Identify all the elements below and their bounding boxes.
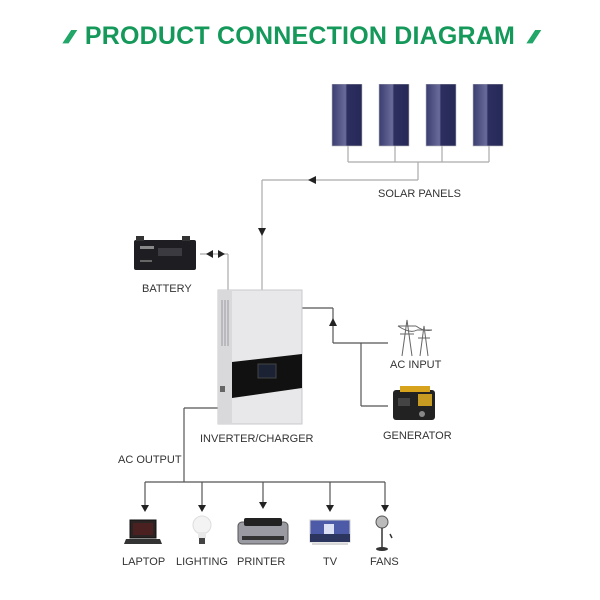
generator-label: GENERATOR: [383, 430, 452, 442]
fan-icon: [375, 515, 393, 551]
inverter-charger-image: [217, 289, 303, 425]
load-label-printer: PRINTER: [237, 556, 286, 568]
arrow-left-icon: [206, 250, 213, 258]
arrow-down-icon: [259, 502, 267, 509]
battery-label: BATTERY: [142, 283, 192, 295]
battery-wire: [200, 253, 229, 290]
solar-panels-label: SOLAR PANELS: [378, 188, 461, 200]
load-label-lighting: LIGHTING: [176, 556, 228, 568]
arrow-down-icon: [198, 505, 206, 512]
arrow-left-icon: [308, 176, 316, 184]
arrow-down-icon: [381, 505, 389, 512]
load-label-tv: TV: [323, 556, 338, 568]
ac-input-label: AC INPUT: [390, 359, 442, 371]
ac-input-wire: [300, 307, 388, 407]
ac-output-label: AC OUTPUT: [118, 454, 182, 466]
power-tower-icon: [397, 319, 433, 357]
solar-panel-icon: [425, 84, 457, 147]
arrow-right-icon: [218, 250, 225, 258]
load-label-fans: FANS: [370, 556, 399, 568]
printer-icon: [237, 518, 289, 545]
tv-icon: [309, 519, 351, 545]
load-label-laptop: LAPTOP: [122, 556, 166, 568]
generator-icon: [393, 386, 435, 420]
light-bulb-icon: [192, 515, 212, 544]
arrow-down-icon: [141, 505, 149, 512]
battery-icon: [134, 236, 196, 270]
solar-wire: [261, 146, 490, 290]
arrow-up-icon: [329, 318, 337, 326]
arrow-down-icon: [258, 228, 266, 236]
title-text: PRODUCT CONNECTION DIAGRAM: [84, 22, 516, 50]
solar-panel-icon: [331, 84, 363, 147]
inverter-charger-label: INVERTER/CHARGER: [200, 433, 314, 445]
page-title: ///PRODUCT CONNECTION DIAGRAM///: [0, 22, 600, 51]
solar-panel-icon: [378, 84, 410, 147]
arrow-down-icon: [326, 505, 334, 512]
laptop-icon: [124, 519, 162, 544]
solar-panels-image: [331, 84, 504, 147]
ac-output-wire: [144, 407, 386, 505]
solar-panel-icon: [472, 84, 504, 147]
